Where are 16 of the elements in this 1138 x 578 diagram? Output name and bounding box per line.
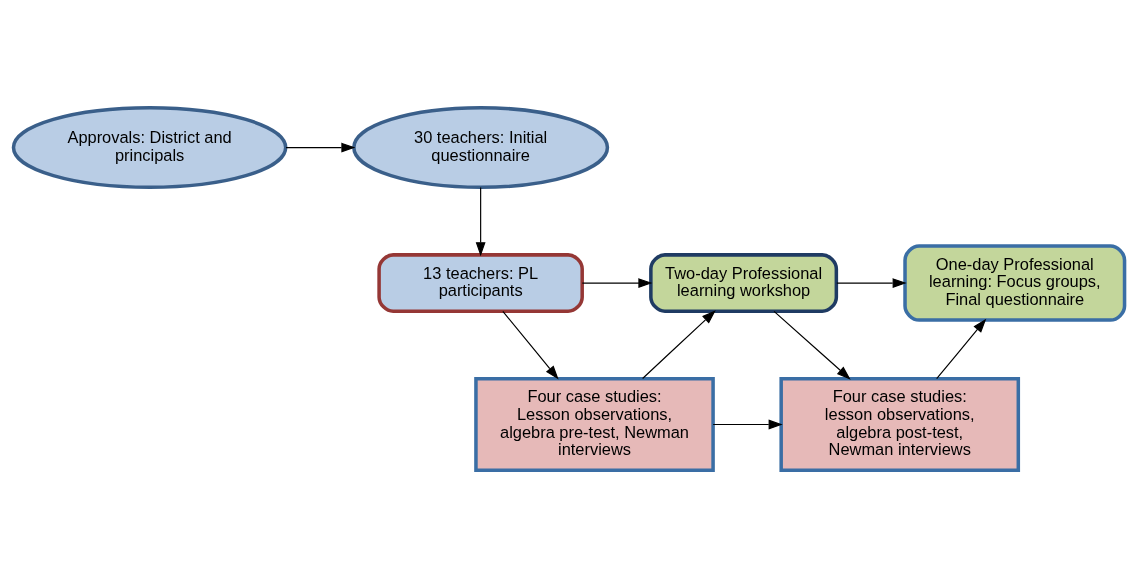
arrow [285, 142, 356, 153]
node-ellipse: Approvals: District and principals [11, 106, 288, 190]
node-box: Two-day Professional learning workshop [649, 253, 839, 313]
node-ellipse: 30 teachers: Initial questionnaire [352, 106, 610, 190]
arrow [642, 310, 716, 380]
arrow [836, 278, 907, 288]
arrow [712, 419, 783, 430]
arrow [475, 187, 486, 257]
node-box: 13 teachers: PL participants [377, 253, 584, 313]
arrow [936, 318, 987, 380]
arrow [581, 278, 653, 288]
node-box: Four case studies: Lesson observations, algebra pre-test, Newman interviews [474, 377, 715, 473]
node-box: Four case studies: lesson observations, algebra post-test, Newman interviews [779, 377, 1021, 473]
arrow [773, 310, 851, 380]
node-box: One-day Professional learning: Focus groups, Final questionnaire [903, 244, 1127, 322]
arrow [502, 310, 559, 380]
